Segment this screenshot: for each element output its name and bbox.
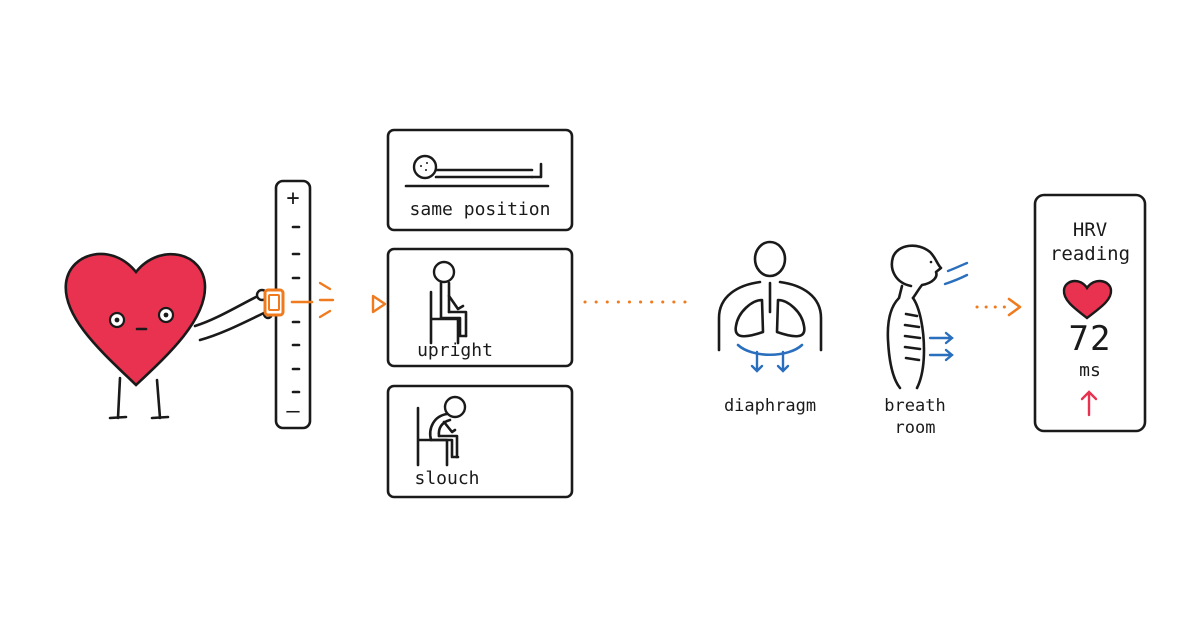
scale-ticks (291, 225, 301, 394)
pointer-triangle-icon (371, 294, 387, 314)
position-label-upright: upright (417, 340, 493, 361)
scale-minus-symbol: – (286, 399, 300, 424)
heart-icon (1062, 279, 1113, 320)
position-card-upright (386, 247, 574, 368)
lungs-diaphragm-icon (717, 240, 823, 373)
breath-label-line2: room (894, 418, 936, 438)
up-arrow-icon (1080, 390, 1098, 417)
hrv-title-line2: reading (1049, 243, 1131, 265)
hrv-title-line1: HRV (1072, 219, 1108, 241)
breath-label-line1: breath (884, 396, 946, 416)
hrv-value: 72 (1068, 319, 1112, 359)
breath-out-lines (943, 261, 969, 286)
position-label-same-position: same position (409, 199, 551, 220)
hrv-reading-card (1033, 193, 1147, 433)
slouching-figure-icon (416, 395, 467, 467)
position-card-slouch (386, 384, 574, 499)
posture-scale: + – (263, 179, 387, 430)
position-card-same-position (386, 128, 574, 232)
heart-mascot-icon (64, 252, 274, 420)
phone-icon (263, 288, 285, 317)
hrv-unit: ms (1079, 360, 1101, 381)
lying-figure-icon (404, 154, 550, 188)
diaphragm-down-arrows (750, 350, 790, 373)
signal-burst-icon (318, 281, 335, 319)
scale-plus-symbol: + (286, 186, 299, 211)
breathing-profile-icon (886, 244, 969, 390)
chest-expansion-arrows (928, 331, 954, 362)
position-label-slouch: slouch (414, 468, 480, 489)
upright-sitting-figure-icon (429, 260, 468, 345)
dotted-arrow-to-hrv (975, 297, 1022, 317)
diaphragm-label: diaphragm (723, 396, 817, 416)
